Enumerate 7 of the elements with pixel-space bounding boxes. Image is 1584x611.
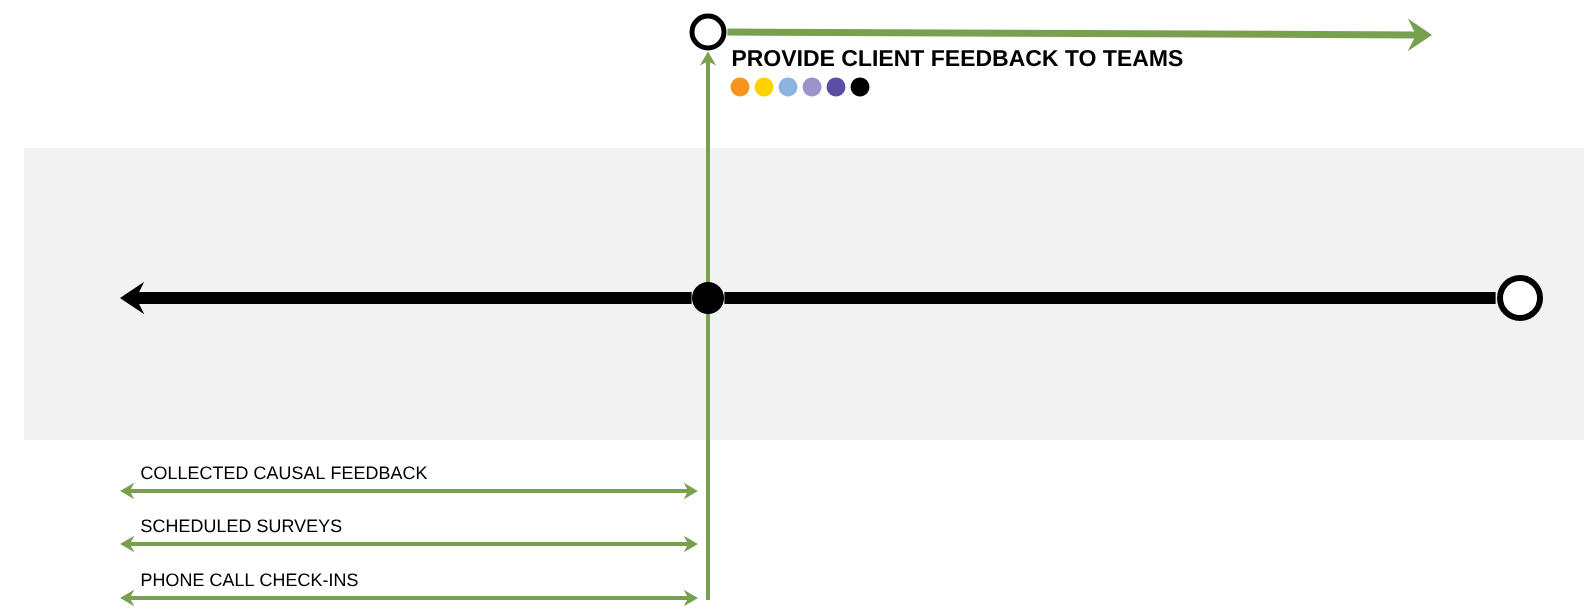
arrow-label: SCHEDULED SURVEYS [141, 519, 342, 533]
arrow-label: PHONE CALL CHECK-INS [141, 573, 358, 587]
arrow-label: COLLECTED CAUSAL FEEDBACK [141, 466, 428, 480]
open-circle [1497, 275, 1543, 321]
filled-circle [692, 282, 724, 314]
open-circle [689, 13, 727, 51]
heading: PROVIDE CLIENT FEEDBACK TO TEAMS [732, 49, 1183, 67]
